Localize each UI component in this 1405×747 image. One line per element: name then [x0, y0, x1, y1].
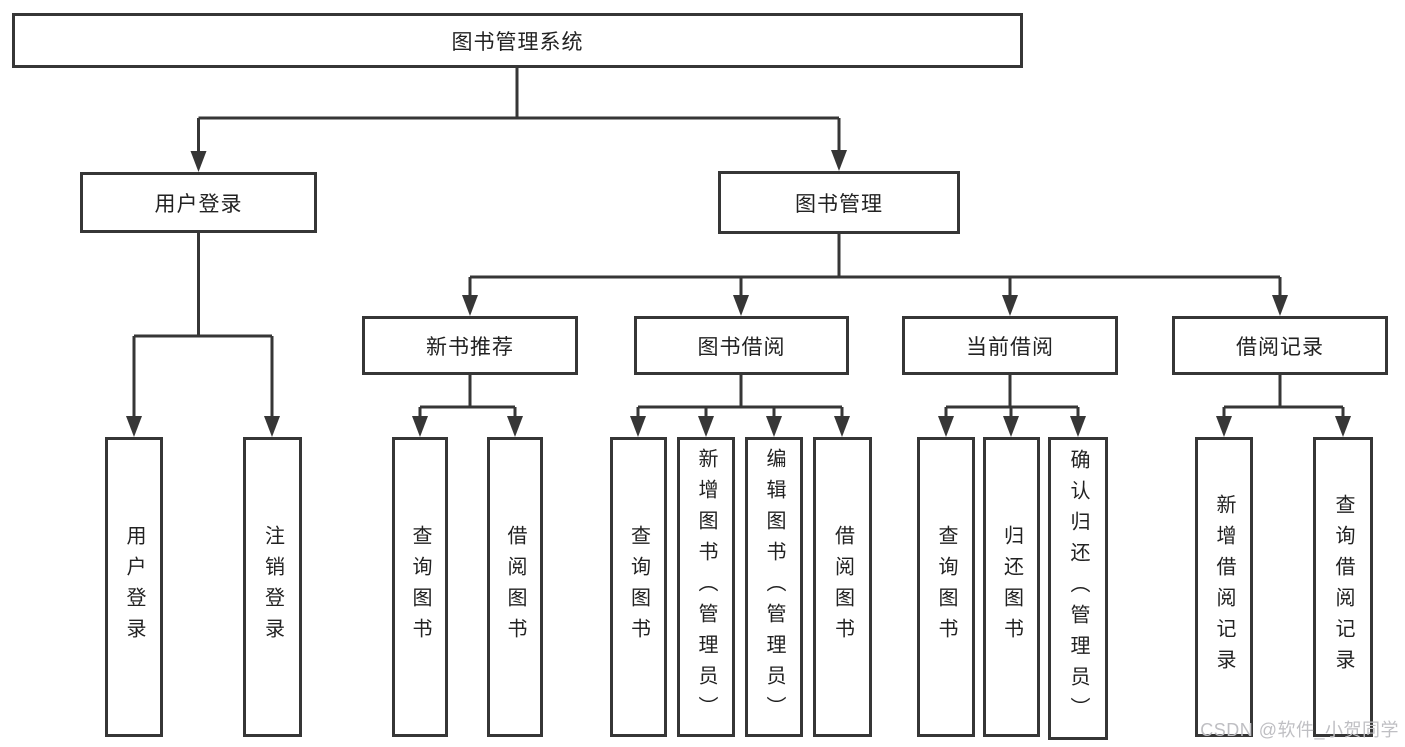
leaf-confirm-return-admin-label: 确认归还（管理员） — [1067, 449, 1089, 728]
node-current-borrowing: 当前借阅 — [902, 316, 1118, 375]
leaf-borrow-books-recommend-label: 借阅图书 — [504, 525, 526, 649]
leaf-add-books-admin-label: 新增图书（管理员） — [695, 447, 717, 727]
leaf-query-borrow-record: 查询借阅记录 — [1313, 437, 1373, 737]
leaf-add-books-admin: 新增图书（管理员） — [677, 437, 735, 737]
arrowhead-icons — [126, 150, 1351, 437]
watermark: CSDN @软件_小贺同学 — [1200, 720, 1399, 740]
node-book-borrowing: 图书借阅 — [634, 316, 849, 375]
leaf-add-borrow-record-label: 新增借阅记录 — [1213, 494, 1235, 680]
leaf-query-books-recommend: 查询图书 — [392, 437, 448, 737]
leaf-return-books-label: 归还图书 — [1000, 525, 1023, 649]
leaf-query-borrow-record-label: 查询借阅记录 — [1332, 494, 1354, 680]
node-borrowing-records: 借阅记录 — [1172, 316, 1388, 375]
leaf-borrow-books-recommend: 借阅图书 — [487, 437, 543, 737]
leaf-borrow-books-label: 借阅图书 — [831, 525, 854, 649]
leaf-query-books-current: 查询图书 — [917, 437, 975, 737]
leaf-edit-books-admin: 编辑图书（管理员） — [745, 437, 803, 737]
leaf-user-login-label: 用户登录 — [123, 525, 145, 649]
leaf-query-books-current-label: 查询图书 — [935, 525, 957, 649]
leaf-user-login: 用户登录 — [105, 437, 163, 737]
leaf-confirm-return-admin: 确认归还（管理员） — [1048, 437, 1108, 740]
leaf-borrow-books: 借阅图书 — [813, 437, 872, 737]
leaf-query-books-borrow: 查询图书 — [610, 437, 667, 737]
node-user-login: 用户登录 — [80, 172, 317, 233]
leaf-query-books-recommend-label: 查询图书 — [409, 525, 431, 649]
leaf-logout: 注销登录 — [243, 437, 302, 737]
leaf-query-books-borrow-label: 查询图书 — [627, 525, 650, 649]
leaf-add-borrow-record: 新增借阅记录 — [1195, 437, 1253, 737]
leaf-edit-books-admin-label: 编辑图书（管理员） — [763, 447, 785, 727]
leaf-logout-label: 注销登录 — [261, 525, 284, 649]
node-new-book-recommend: 新书推荐 — [362, 316, 578, 375]
node-library-management-system: 图书管理系统 — [12, 13, 1023, 68]
node-book-management: 图书管理 — [718, 171, 960, 234]
leaf-return-books: 归还图书 — [983, 437, 1040, 737]
